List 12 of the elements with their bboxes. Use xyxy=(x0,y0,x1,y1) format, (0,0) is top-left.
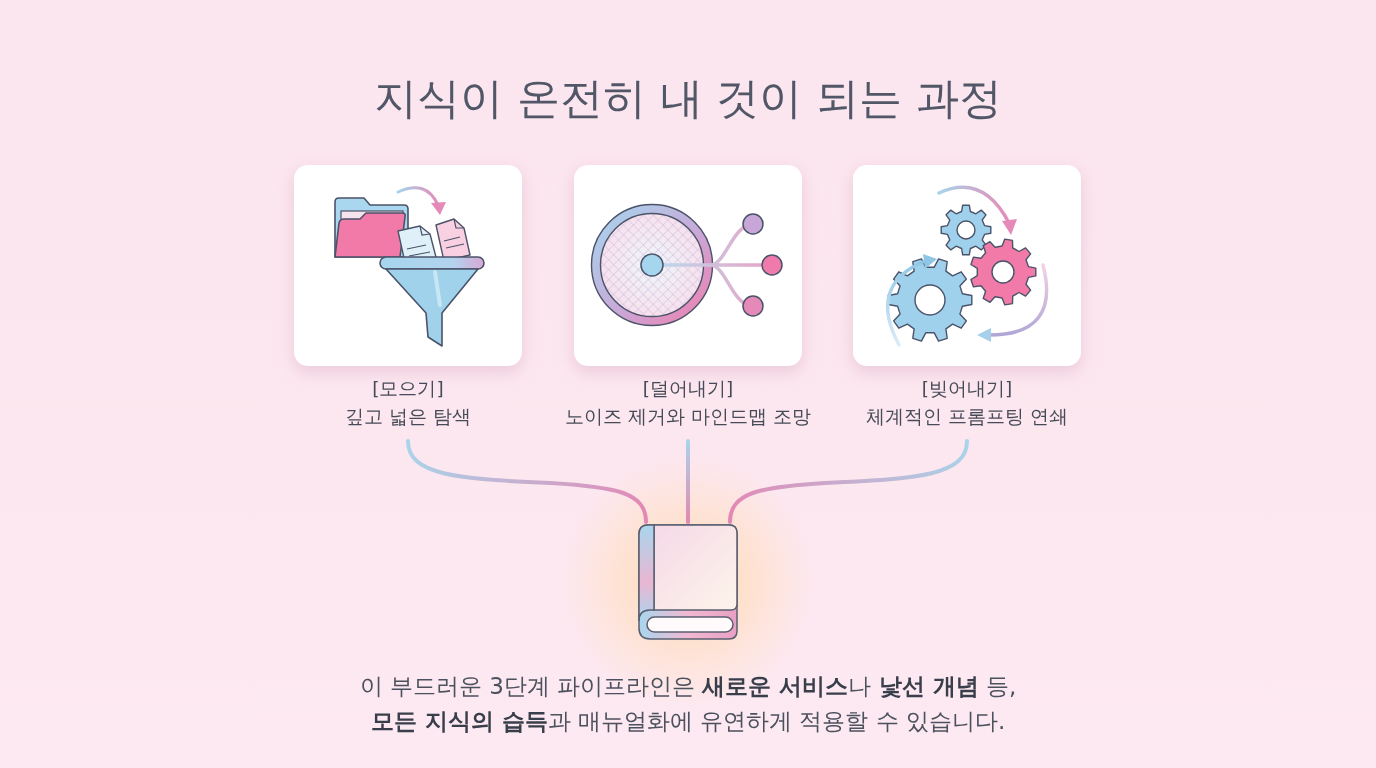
step-title: [빚어내기] xyxy=(921,377,1013,401)
step-description: 체계적인 프롬프팅 연쇄 xyxy=(866,405,1068,429)
title: 지식이 온전히 내 것이 되는 과정 xyxy=(374,72,1002,125)
connector-line xyxy=(728,439,969,524)
book-icon xyxy=(638,524,738,640)
connector-line xyxy=(406,439,648,524)
caption: 이 부드러운 3단계 파이프라인은 새로운 서비스나 낯선 개념 등, 모든 지식의 습득과 매뉴얼화에 유연하게 적용할 수 있습니다. xyxy=(358,672,1018,736)
step-description: 노이즈 제거와 마인드맵 조망 xyxy=(565,405,811,429)
step-title: [모으기] xyxy=(372,377,444,401)
connector-line xyxy=(686,439,690,524)
step-description: 깊고 넓은 탐색 xyxy=(345,405,471,429)
step-title: [덜어내기] xyxy=(642,377,734,401)
